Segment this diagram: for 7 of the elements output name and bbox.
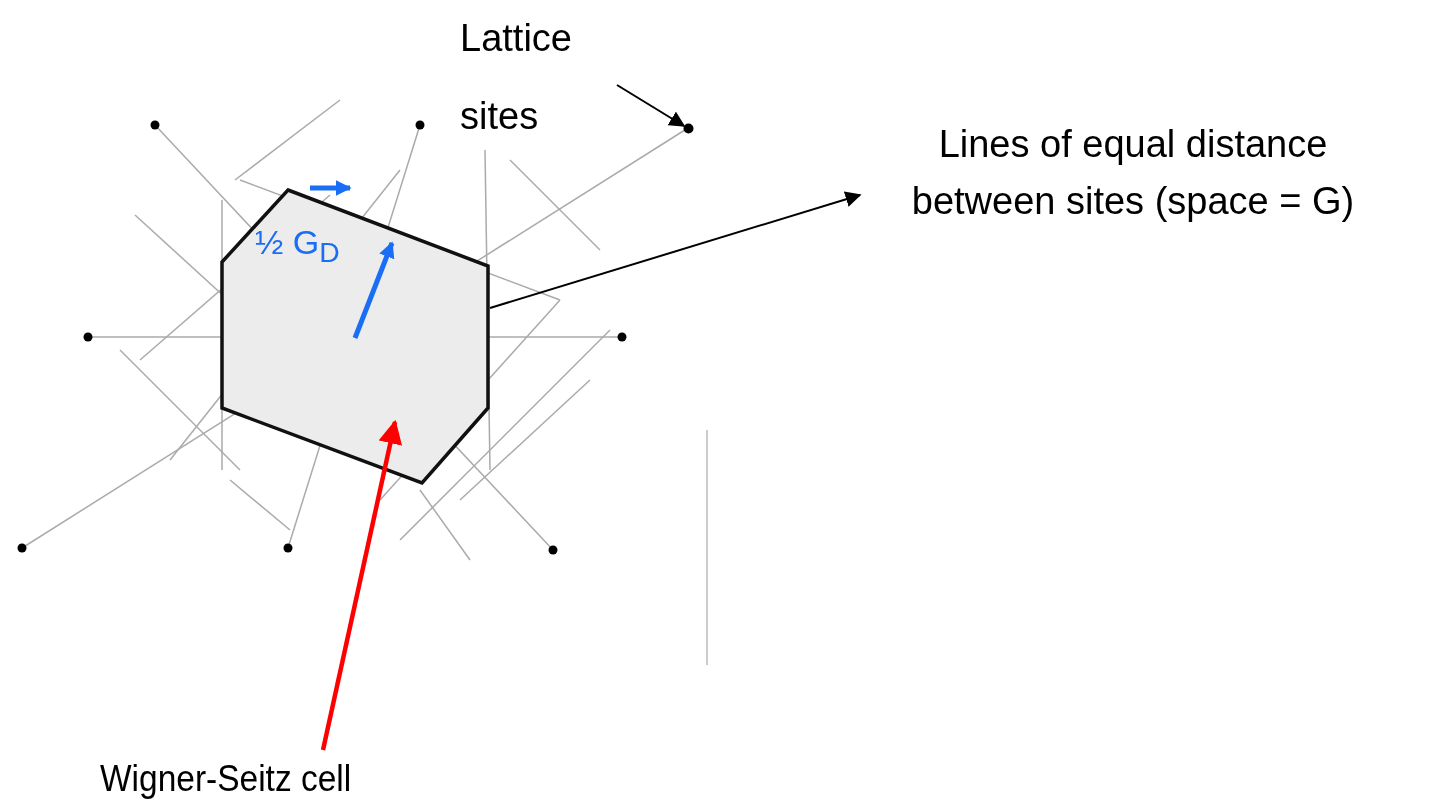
vector-label: ½ G$_{D}$ xyxy=(255,222,340,270)
callout-label: Wigner-Seitz cell xyxy=(100,752,435,806)
callout-label: Lattice sites xyxy=(460,0,610,156)
leader-arrow xyxy=(320,419,403,751)
leader-arrow xyxy=(489,191,862,309)
leader-arrow xyxy=(616,84,686,127)
callout-label: Lines of equal distance between sites (space = G) xyxy=(873,116,1393,230)
